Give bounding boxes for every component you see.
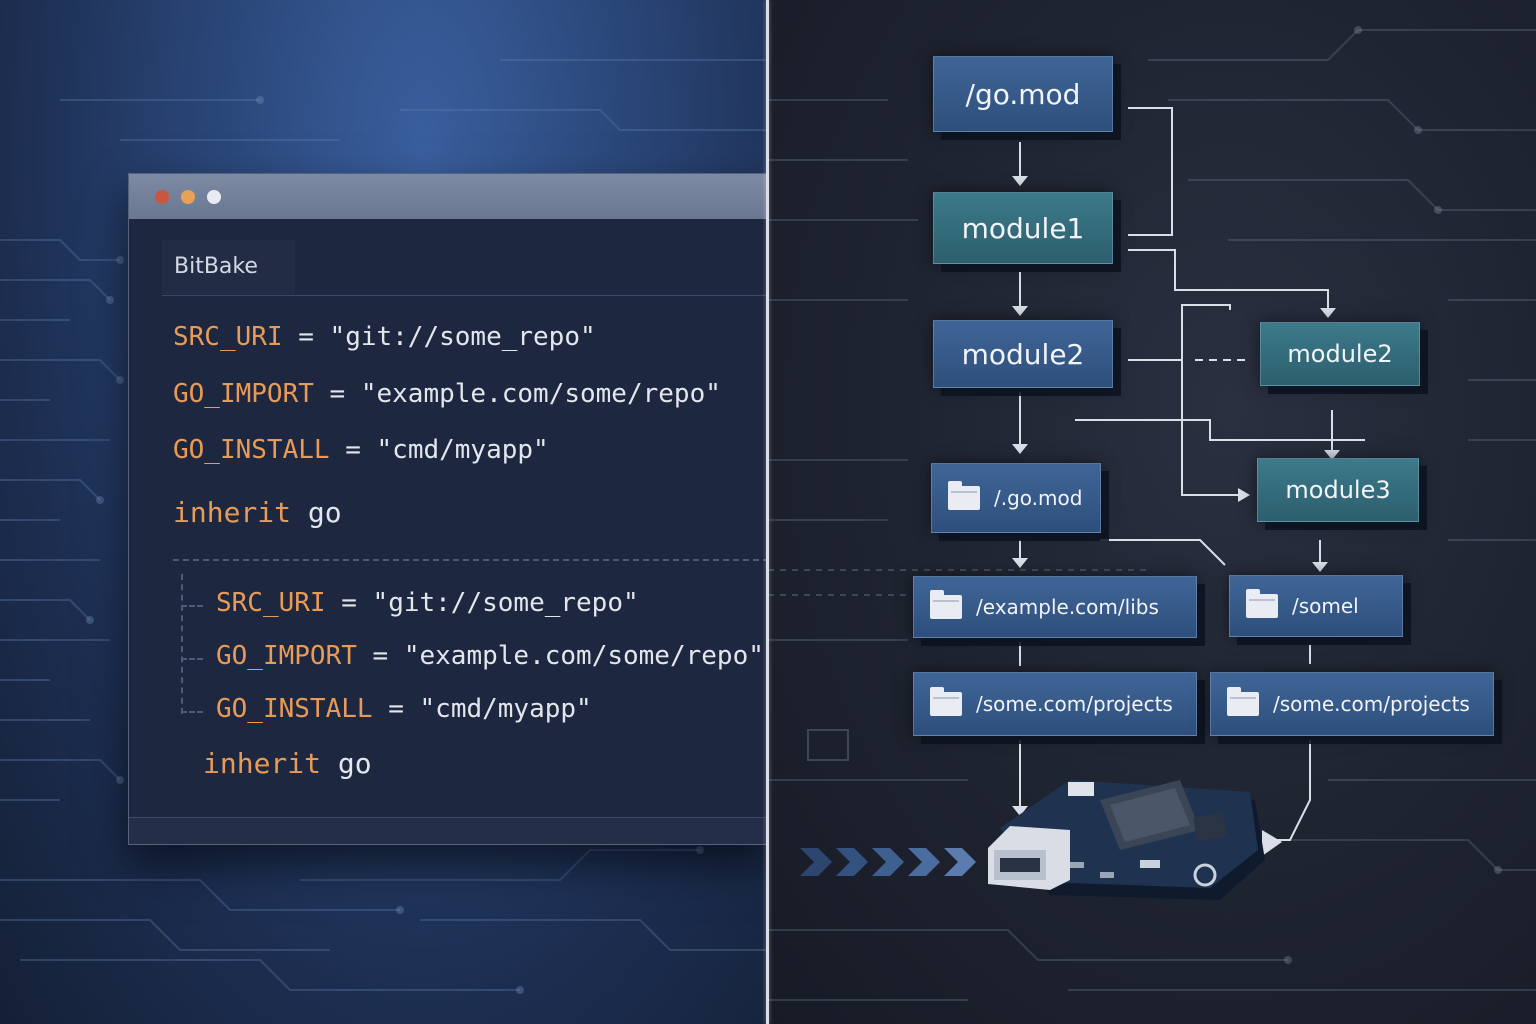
usb-port-icon — [988, 826, 1070, 890]
code-keyword: inherit — [203, 747, 322, 780]
tree-guide-tick — [181, 605, 203, 607]
maximize-window-dot[interactable] — [207, 190, 221, 204]
close-window-dot[interactable] — [155, 190, 169, 204]
code-value: = "cmd/myapp" — [372, 694, 592, 724]
folder-icon — [930, 590, 962, 619]
code-keyword: SRC_URI — [173, 322, 283, 352]
node-folder-projects-left[interactable]: /some.com/projects — [913, 672, 1197, 736]
code-keyword: GO_INSTALL — [216, 694, 373, 724]
minimize-window-dot[interactable] — [181, 190, 195, 204]
node-label: module2 — [1287, 340, 1393, 368]
code-value: go — [321, 747, 372, 780]
circuit-traces-left — [0, 59, 768, 994]
code-value: = "example.com/some/repo" — [356, 641, 764, 671]
code-keyword: GO_IMPORT — [173, 379, 314, 409]
code-line-go-import[interactable]: GO_IMPORT = "example.com/some/repo" — [173, 379, 721, 409]
node-label: module2 — [961, 337, 1085, 371]
node-label: /some.com/projects — [1273, 692, 1470, 716]
node-module1[interactable]: module1 — [933, 192, 1113, 264]
node-label: module3 — [1285, 476, 1391, 504]
code-value: = "git://some_repo" — [282, 322, 596, 352]
node-root-go-mod[interactable]: /go.mod — [933, 56, 1113, 132]
node-label: /.go.mod — [994, 486, 1083, 510]
tree-guide-tick — [181, 711, 203, 713]
folder-icon — [930, 687, 962, 716]
node-label: /go.mod — [965, 77, 1081, 111]
nested-line-go-import[interactable]: GO_IMPORT = "example.com/some/repo" — [216, 641, 764, 671]
node-folder-projects-right[interactable]: /some.com/projects — [1210, 672, 1494, 736]
tab-bitbake[interactable]: BitBake — [162, 240, 295, 294]
panel-divider — [766, 0, 769, 1024]
code-line-src-uri[interactable]: SRC_URI = "git://some_repo" — [173, 322, 596, 352]
node-module3[interactable]: module3 — [1257, 458, 1419, 522]
code-line-inherit[interactable]: inherit go — [173, 496, 342, 529]
node-module2-right[interactable]: module2 — [1260, 322, 1420, 386]
tree-guide-line — [181, 574, 183, 714]
node-label: /somel — [1292, 594, 1359, 618]
code-keyword: inherit — [173, 496, 292, 529]
node-label: module1 — [961, 211, 1085, 245]
code-separator — [173, 559, 769, 561]
code-value: = "git://some_repo" — [325, 588, 639, 618]
node-label: /some.com/projects — [976, 692, 1173, 716]
folder-icon — [948, 481, 980, 510]
circuit-traces-right — [768, 26, 1536, 1001]
chevron-arrows-icon — [800, 848, 976, 876]
node-folder-go-mod[interactable]: /.go.mod — [931, 463, 1101, 533]
tree-guide-tick — [181, 658, 203, 660]
node-module2-left[interactable]: module2 — [933, 320, 1113, 388]
code-value: = "example.com/some/repo" — [313, 379, 721, 409]
code-keyword: SRC_URI — [216, 588, 326, 618]
code-value: = "cmd/myapp" — [329, 435, 549, 465]
code-keyword: GO_INSTALL — [173, 435, 330, 465]
code-value: go — [291, 496, 342, 529]
code-editor-window: BitBake SRC_URI = "git://some_repo" GO_I… — [128, 173, 769, 845]
nested-line-go-install[interactable]: GO_INSTALL = "cmd/myapp" — [216, 694, 592, 724]
folder-icon — [1227, 687, 1259, 716]
node-folder-somel[interactable]: /somel — [1229, 575, 1403, 637]
code-keyword: GO_IMPORT — [216, 641, 357, 671]
node-label: /example.com/libs — [976, 595, 1159, 619]
nested-line-src-uri[interactable]: SRC_URI = "git://some_repo" — [216, 588, 639, 618]
folder-icon — [1246, 589, 1278, 618]
editor-status-strip — [129, 817, 769, 844]
editor-titlebar — [129, 174, 769, 219]
node-folder-example-libs[interactable]: /example.com/libs — [913, 576, 1197, 638]
nested-line-inherit[interactable]: inherit go — [203, 747, 372, 780]
code-line-go-install[interactable]: GO_INSTALL = "cmd/myapp" — [173, 435, 549, 465]
tab-divider — [162, 295, 769, 296]
